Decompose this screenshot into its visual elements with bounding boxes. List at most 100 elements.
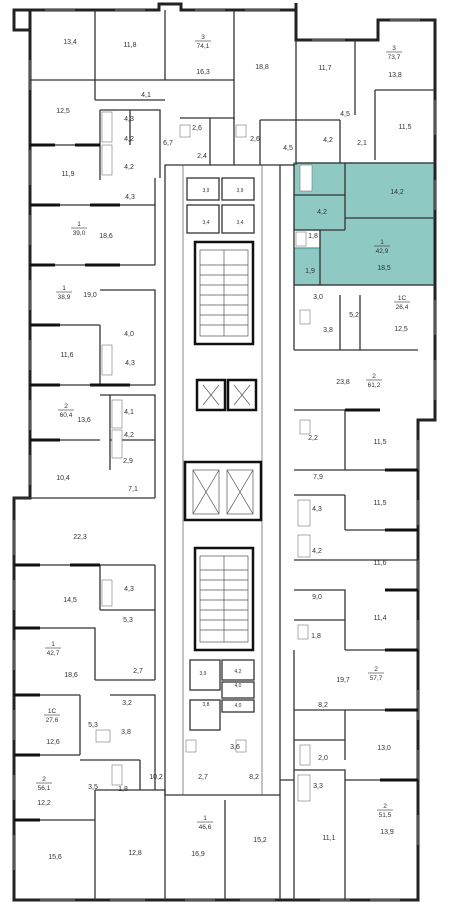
room-area-label: 15,2 <box>253 837 267 844</box>
room-area-label: 3,2 <box>122 700 132 707</box>
room-area-label: 3,6 <box>230 744 240 751</box>
apartment-marker[interactable]: 251,5 <box>377 803 393 819</box>
room-area-label: 3,0 <box>313 294 323 301</box>
room-area-label: 4,2 <box>124 432 134 439</box>
room-area-label: 7,9 <box>313 474 323 481</box>
room-area-label: 2,9 <box>123 458 133 465</box>
room-area-label: 13,6 <box>77 417 91 424</box>
room-area-label: 2,0 <box>318 755 328 762</box>
room-area-label: 3,5 <box>88 784 98 791</box>
apartment-marker[interactable]: 261,2 <box>366 373 382 389</box>
fixtures <box>95 111 313 802</box>
apartment-marker[interactable]: 139,0 <box>71 221 87 237</box>
room-area-label: 1,9 <box>305 268 315 275</box>
room-area-label: 4,3 <box>125 360 135 367</box>
apartment-total-area: 26,4 <box>396 304 409 311</box>
room-area-label: 4,5 <box>283 145 293 152</box>
apartment-room-count: 1С <box>48 708 57 715</box>
windows <box>13 9 436 901</box>
staircase-lower <box>193 546 255 652</box>
apartment-marker[interactable]: 142,7 <box>45 641 61 657</box>
apartment-room-count: 2 <box>372 373 376 380</box>
room-area-label: 13,8 <box>388 72 402 79</box>
apartment-total-area: 42,9 <box>376 248 389 255</box>
room-area-label: 4,3 <box>124 116 134 123</box>
room-area-label: 13,0 <box>377 745 391 752</box>
apartment-marker[interactable]: 374,1 <box>195 34 211 50</box>
room-area-label: 11,5 <box>398 124 411 131</box>
apartment-room-count: 1 <box>62 285 66 292</box>
apartment-marker[interactable]: 256,1 <box>36 776 52 792</box>
room-area-label: 19,0 <box>83 292 97 299</box>
apartment-total-area: 38,9 <box>58 294 71 301</box>
room-area-label: 23,8 <box>336 379 350 386</box>
room-area-label: 14,5 <box>63 597 77 604</box>
room-area-label: 5,3 <box>88 722 98 729</box>
room-area-label: 4,2 <box>124 136 134 143</box>
apartment-marker[interactable]: 257,7 <box>368 666 384 682</box>
room-area-label: 18,5 <box>377 265 391 272</box>
room-area-label: 11,5 <box>373 439 386 446</box>
room-area-label: 11,6 <box>60 352 73 359</box>
apartment-room-count: 2 <box>383 803 387 810</box>
room-area-label: 13,4 <box>63 39 77 46</box>
wall-accents <box>14 143 418 822</box>
staircase-upper <box>193 240 255 346</box>
room-area-label: 10,2 <box>149 774 163 781</box>
apartment-room-count: 2 <box>42 776 46 783</box>
room-area-label: 15,6 <box>48 854 62 861</box>
room-area-label: 8,2 <box>249 774 259 781</box>
apartment-total-area: 60,4 <box>60 412 73 419</box>
core-room-area-label: 3,9 <box>200 671 207 677</box>
room-area-label: 4,3 <box>312 506 322 513</box>
highlighted-apartment[interactable] <box>293 162 436 286</box>
room-area-label: 2,7 <box>133 668 143 675</box>
apartment-total-area: 42,7 <box>47 650 60 657</box>
apartment-marker[interactable]: 1С 27,6 <box>44 708 60 724</box>
apartment-marker[interactable]: 146,6 <box>197 815 213 831</box>
room-area-label: 2,4 <box>197 153 207 160</box>
room-area-label: 12,8 <box>128 850 142 857</box>
room-area-label: 7,1 <box>128 486 138 493</box>
room-area-label: 12,5 <box>394 326 408 333</box>
apartment-total-area: 73,7 <box>388 54 401 61</box>
apartment-room-count: 1 <box>380 239 384 246</box>
room-area-label: 1,8 <box>118 786 128 793</box>
apartment-marker[interactable]: 373,7 <box>386 45 402 61</box>
room-area-label: 4,2 <box>317 209 327 216</box>
room-area-label: 11,7 <box>318 65 331 72</box>
room-area-label: 4,5 <box>340 111 350 118</box>
apartment-room-count: 1 <box>203 815 207 822</box>
apartment-total-area: 56,1 <box>38 785 51 792</box>
core-room-area-label: 4,0 <box>235 703 242 709</box>
apartment-total-area: 61,2 <box>368 382 381 389</box>
apartment-marker[interactable]: 138,9 <box>56 285 72 301</box>
room-area-label: 4,3 <box>125 194 135 201</box>
room-area-label: 8,2 <box>318 702 328 709</box>
room-area-label: 10,4 <box>56 475 70 482</box>
room-area-label: 18,8 <box>255 64 269 71</box>
room-area-label: 11,6 <box>373 560 386 567</box>
room-area-label: 3,8 <box>323 327 333 334</box>
room-area-label: 4,1 <box>141 92 151 99</box>
apartment-room-count: 1 <box>51 641 55 648</box>
room-area-label: 6,7 <box>163 140 173 147</box>
room-area-label: 11,1 <box>322 835 335 842</box>
room-area-label: 22,3 <box>73 534 87 541</box>
apartment-room-count: 1 <box>77 221 81 228</box>
room-area-label: 12,6 <box>46 739 60 746</box>
apartment-marker[interactable]: 260,4 <box>58 403 74 419</box>
apartment-marker[interactable]: 142,9 <box>374 239 390 255</box>
room-area-label: 4,1 <box>124 409 134 416</box>
room-area-label: 11,8 <box>123 42 136 49</box>
room-area-label: 2,2 <box>308 435 318 442</box>
apartment-total-area: 27,6 <box>46 717 59 724</box>
core-room-area-label: 3,4 <box>237 220 244 226</box>
room-area-label: 3,3 <box>313 783 323 790</box>
room-area-label: 12,2 <box>37 800 51 807</box>
room-area-label: 18,6 <box>99 233 113 240</box>
